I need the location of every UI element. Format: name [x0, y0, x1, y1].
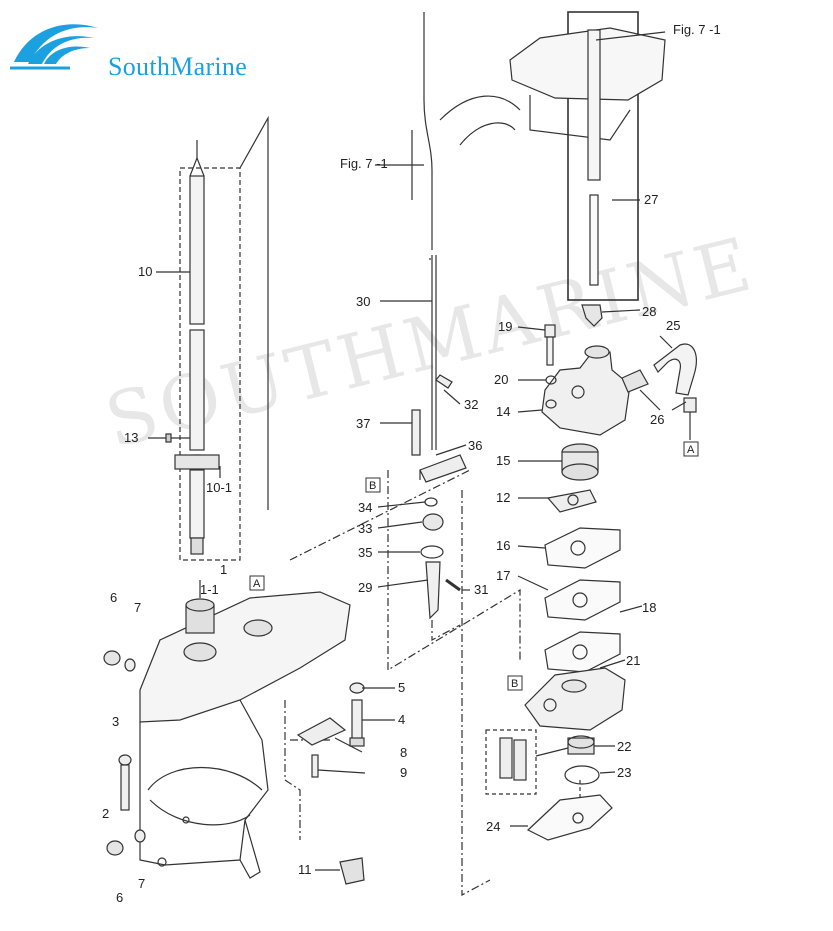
label-part-35: 35	[358, 545, 372, 560]
lower-casing	[139, 580, 351, 879]
label-part-31: 31	[474, 582, 488, 597]
box-b-left: B	[369, 480, 376, 492]
label-part-15: 15	[496, 453, 510, 468]
impeller-parts	[546, 443, 599, 513]
label-part-6b: 6	[116, 890, 123, 905]
label-part-13: 13	[124, 430, 138, 445]
label-part-22: 22	[617, 739, 631, 754]
label-part-20: 20	[494, 372, 508, 387]
label-part-32: 32	[464, 397, 478, 412]
label-part-27: 27	[644, 192, 658, 207]
wave-logo-icon	[10, 24, 98, 70]
label-part-17: 17	[496, 568, 510, 583]
label-part-28: 28	[642, 304, 656, 319]
label-part-7a: 7	[134, 600, 141, 615]
box-a-top: A	[253, 578, 261, 590]
label-part-4: 4	[398, 712, 405, 727]
label-part-34: 34	[358, 500, 372, 515]
label-part-2: 2	[102, 806, 109, 821]
shift-rod-group	[411, 12, 467, 620]
label-part-37: 37	[356, 416, 370, 431]
label-part-1: 1	[220, 562, 227, 577]
label-part-3: 3	[112, 714, 119, 729]
label-part-14: 14	[496, 404, 510, 419]
label-part-29: 29	[358, 580, 372, 595]
label-part-12: 12	[496, 490, 510, 505]
box-a-right: A	[687, 444, 695, 456]
shift-cam-parts	[296, 682, 365, 885]
label-part-10: 10	[138, 264, 152, 279]
label-part-10-1: 10-1	[206, 480, 232, 495]
label-part-8: 8	[400, 745, 407, 760]
label-part-7b: 7	[138, 876, 145, 891]
water-tube-group	[439, 11, 666, 301]
label-part-11: 11	[298, 862, 312, 877]
label-part-6a: 6	[110, 590, 117, 605]
fig-ref-top: Fig. 7 -1	[673, 22, 721, 37]
reference-boxes: A A B B	[249, 441, 699, 691]
part-labels: Fig. 7 -1 Fig. 7 -1 1 1-1 2 3 4 5 6 6 7 …	[102, 22, 721, 905]
label-part-33: 33	[358, 521, 372, 536]
label-part-19: 19	[498, 319, 512, 334]
casing-fasteners	[103, 650, 146, 856]
drive-shaft-group	[165, 115, 269, 561]
box-b-right: B	[511, 678, 518, 690]
brand-name: SouthMarine	[108, 52, 248, 81]
brand-logo: SouthMarine	[10, 18, 300, 81]
label-part-9: 9	[400, 765, 407, 780]
pump-housing	[541, 324, 697, 436]
label-part-30: 30	[356, 294, 370, 309]
label-part-21: 21	[626, 653, 640, 668]
label-part-24: 24	[486, 819, 500, 834]
label-part-5: 5	[398, 680, 405, 695]
label-part-36: 36	[468, 438, 482, 453]
label-part-25: 25	[666, 318, 680, 333]
fig-ref-left: Fig. 7 -1	[340, 156, 388, 171]
label-part-18: 18	[642, 600, 656, 615]
label-part-1-1: 1-1	[200, 582, 219, 597]
label-part-26: 26	[650, 412, 664, 427]
label-part-16: 16	[496, 538, 510, 553]
label-part-23: 23	[617, 765, 631, 780]
